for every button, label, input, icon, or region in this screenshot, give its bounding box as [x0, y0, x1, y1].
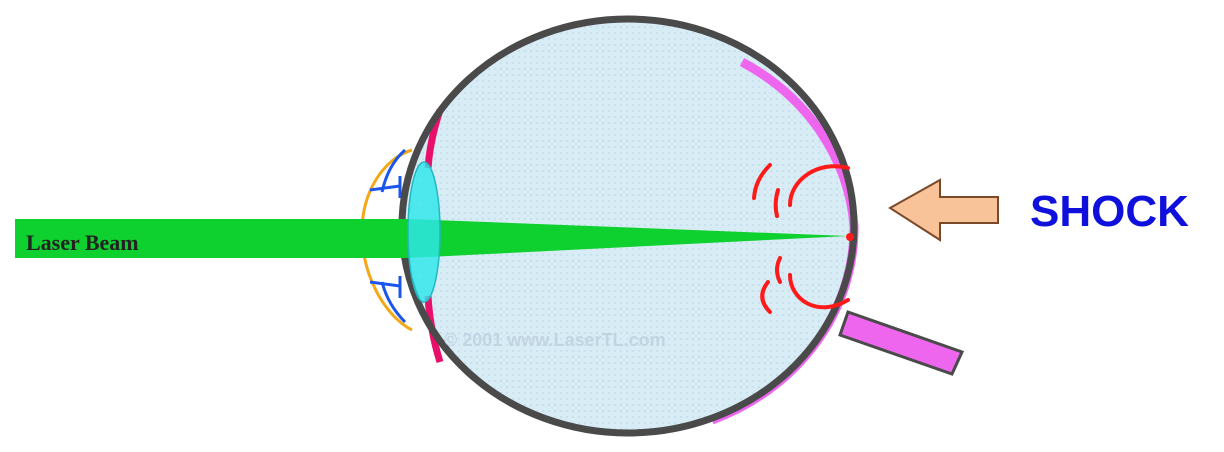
optic-nerve — [840, 312, 962, 374]
shock-label: SHOCK — [1030, 187, 1189, 236]
lens — [408, 162, 440, 302]
laser-beam-label: Laser Beam — [26, 230, 139, 255]
focal-point — [846, 233, 854, 241]
shock-arrow-icon — [890, 180, 998, 240]
watermark: © 2001 www.LaserTL.com — [444, 330, 666, 350]
